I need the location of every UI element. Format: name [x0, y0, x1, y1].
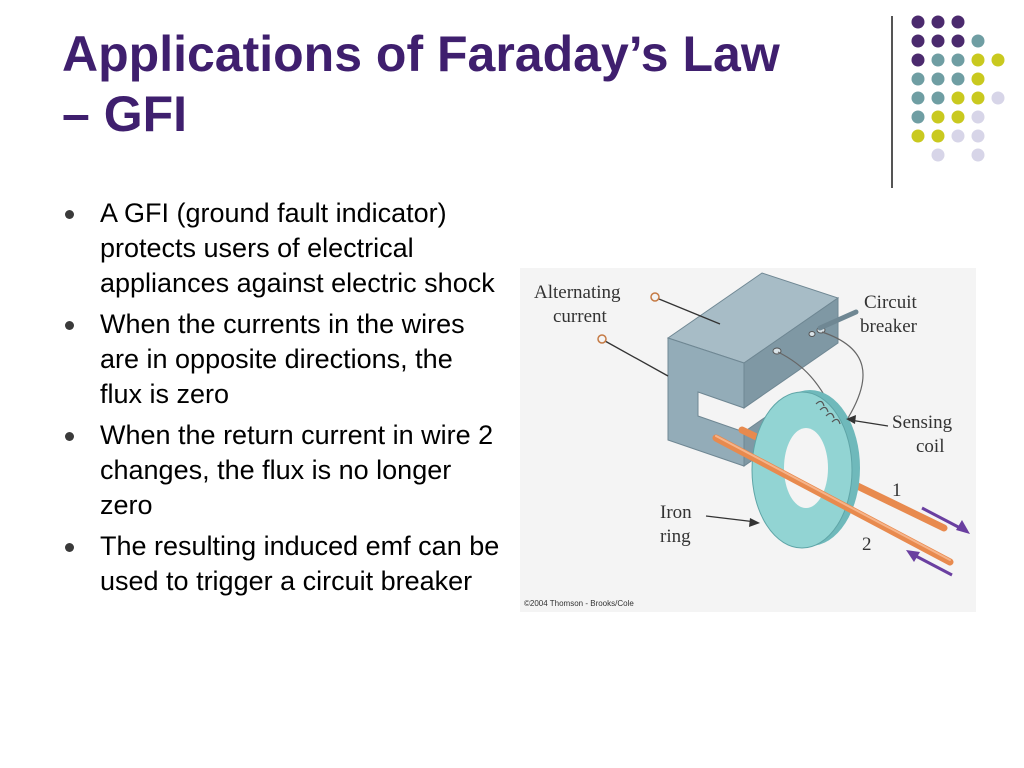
slide-title-line1: Applications of Faraday’s Law: [62, 26, 780, 82]
bullet-item: When the currents in the wires are in op…: [62, 307, 502, 412]
copyright-text: ©2004 Thomson - Brooks/Cole: [524, 599, 634, 608]
bullet-text: When the currents in the wires are in op…: [100, 309, 465, 409]
dot: [911, 34, 925, 48]
dot: [971, 129, 985, 143]
dot: [911, 15, 925, 29]
dot: [971, 91, 985, 105]
dot: [951, 129, 965, 143]
bullet-text: A GFI (ground fault indicator) protects …: [100, 198, 495, 298]
dot: [951, 53, 965, 67]
decorative-dot-grid: [911, 15, 1005, 162]
label-iron-ring-line1: Iron: [660, 502, 692, 523]
dot: [911, 110, 925, 124]
slide-title-line2: – GFI: [62, 86, 188, 142]
label-iron-ring-line2: ring: [660, 526, 691, 547]
breaker-lever: [817, 309, 859, 331]
dot: [931, 53, 945, 67]
label-alternating-current-line1: Alternating: [534, 282, 621, 303]
label-wire-2: 2: [862, 534, 872, 555]
dot: [991, 91, 1005, 105]
ac-lead-top: [658, 298, 721, 325]
dot: [931, 148, 945, 162]
dot: [951, 72, 965, 86]
dot: [971, 34, 985, 48]
dot: [931, 91, 945, 105]
dot: [951, 15, 965, 29]
bullet-icon: [65, 432, 74, 441]
dot: [931, 110, 945, 124]
bullet-icon: [65, 210, 74, 219]
label-wire-1: 1: [892, 480, 902, 501]
dot: [951, 91, 965, 105]
dot: [931, 15, 945, 29]
dot: [951, 110, 965, 124]
bullet-text: The resulting induced emf can be used to…: [100, 531, 500, 596]
dot: [951, 34, 965, 48]
dot: [971, 110, 985, 124]
iron-ring-pointer: [705, 515, 757, 523]
label-circuit-breaker-line2: breaker: [860, 316, 918, 337]
label-alternating-current-line2: current: [553, 306, 608, 327]
current-arrow-1: [921, 506, 970, 534]
dot: [911, 72, 925, 86]
dot: [931, 129, 945, 143]
dot: [971, 72, 985, 86]
current-arrow-2: [906, 550, 953, 577]
bullet-text: When the return current in wire 2 change…: [100, 420, 494, 520]
wire-2: [712, 434, 954, 566]
ac-terminal-bottom: [597, 334, 607, 344]
dot: [991, 53, 1005, 67]
dot: [931, 72, 945, 86]
iron-ring: [751, 390, 860, 549]
label-sensing-coil-line2: coil: [916, 436, 945, 457]
sensing-coil-windings: [815, 400, 841, 425]
coil-wire-b: [821, 331, 864, 419]
sensing-coil-pointer: [849, 419, 889, 427]
label-circuit-breaker-line1: Circuit: [864, 292, 917, 313]
dot: [971, 53, 985, 67]
bullet-item: A GFI (ground fault indicator) protects …: [62, 196, 502, 301]
label-sensing-coil-line1: Sensing: [892, 412, 953, 433]
ac-lead-bottom: [604, 340, 669, 377]
bullet-icon: [65, 321, 74, 330]
gfi-diagram: Alternating current Circuit breaker Sens…: [520, 268, 976, 612]
dot: [971, 148, 985, 162]
divider-line: [891, 16, 893, 188]
bullet-item: The resulting induced emf can be used to…: [62, 529, 502, 599]
dot: [911, 53, 925, 67]
slide-title: Applications of Faraday’s Law – GFI: [62, 24, 882, 144]
dot: [931, 34, 945, 48]
bullet-icon: [65, 543, 74, 552]
dot: [911, 129, 925, 143]
bullet-item: When the return current in wire 2 change…: [62, 418, 502, 523]
bullet-list: A GFI (ground fault indicator) protects …: [62, 196, 502, 605]
ac-terminal-top: [650, 292, 660, 302]
dot: [911, 91, 925, 105]
